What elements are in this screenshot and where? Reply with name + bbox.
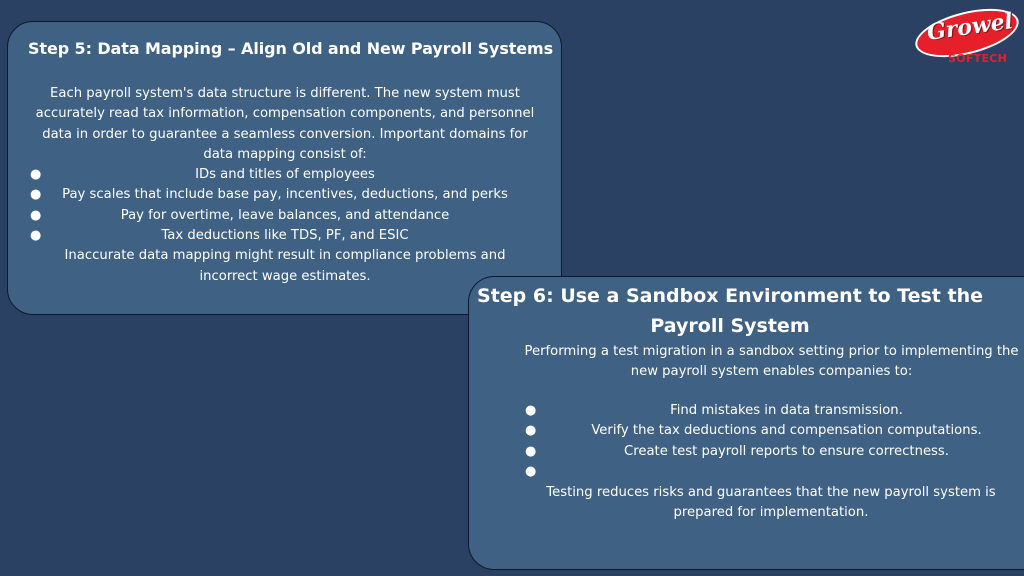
step5-title: Step 5: Data Mapping – Align Old and New… xyxy=(28,39,554,58)
list-item: ● IDs and titles of employees xyxy=(14,165,556,185)
bullet-text: Pay for overtime, leave balances, and at… xyxy=(120,207,450,223)
list-item: ● Find mistakes in data transmission. xyxy=(509,401,1009,421)
step5-card: Step 5: Data Mapping – Align Old and New… xyxy=(7,21,562,315)
list-item: ● xyxy=(509,462,1009,482)
step6-bullet-list: ● Find mistakes in data transmission. ● Ve… xyxy=(509,401,1009,482)
step5-intro-line: accurately read tax information, compens… xyxy=(35,106,535,122)
bullet-icon: ● xyxy=(525,443,537,459)
list-item: ● Create test payroll reports to ensure c… xyxy=(509,442,1009,462)
bullet-icon: ● xyxy=(30,228,42,244)
bullet-icon: ● xyxy=(30,187,42,203)
growel-softech-logo: Growel SOFTECH xyxy=(910,0,1024,70)
step6-title-line: Payroll System xyxy=(650,315,810,337)
step6-intro-line: Performing a test migration in a sandbox… xyxy=(524,344,1019,359)
bullet-text: IDs and titles of employees xyxy=(195,167,375,183)
bullet-icon: ● xyxy=(525,403,537,418)
step5-intro-line: data in order to guarantee a seamless co… xyxy=(42,126,528,142)
list-item: ● Verify the tax deductions and compensat… xyxy=(509,421,1009,441)
bullet-icon: ● xyxy=(30,207,42,223)
step6-closing-line: Testing reduces risks and guarantees tha… xyxy=(546,485,996,500)
step5-body: Each payroll system's data structure is … xyxy=(14,84,556,287)
step5-closing-line: incorrect wage estimates. xyxy=(199,268,371,284)
list-item: ● Pay scales that include base pay, incen… xyxy=(14,185,556,205)
step6-card: Step 6: Use a Sandbox Environment to Tes… xyxy=(468,276,1024,570)
bullet-text: Tax deductions like TDS, PF, and ESIC xyxy=(161,228,409,244)
bullet-text: Find mistakes in data transmission. xyxy=(670,403,903,418)
bullet-icon: ● xyxy=(525,463,537,479)
step6-closing-line: prepared for implementation. xyxy=(673,505,869,521)
bullet-text: Create test payroll reports to ensure co… xyxy=(624,443,949,459)
list-item: ● Tax deductions like TDS, PF, and ESIC xyxy=(14,226,556,246)
bullet-icon: ● xyxy=(525,423,537,439)
step6-intro-line: new payroll system enables companies to: xyxy=(630,364,913,380)
logo-subtitle: SOFTECH xyxy=(948,52,1008,65)
bullet-icon: ● xyxy=(30,167,42,183)
step6-closing: Testing reduces risks and guarantees tha… xyxy=(521,483,1021,524)
step5-bullet-list: ● IDs and titles of employees ● Pay scales… xyxy=(14,165,556,246)
step5-intro-line: data mapping consist of: xyxy=(203,146,367,162)
step5-intro-line: Each payroll system's data structure is … xyxy=(50,86,520,101)
step6-title: Step 6: Use a Sandbox Environment to Tes… xyxy=(469,281,991,341)
step5-closing-line: Inaccurate data mapping might result in … xyxy=(64,248,506,264)
step6-title-line: Step 6: Use a Sandbox Environment to Tes… xyxy=(477,285,983,307)
bullet-text: Pay scales that include base pay, incent… xyxy=(62,187,508,203)
step6-intro: Performing a test migration in a sandbox… xyxy=(489,342,1024,383)
bullet-text: Verify the tax deductions and compensati… xyxy=(591,423,982,439)
list-item: ● Pay for overtime, leave balances, and a… xyxy=(14,206,556,226)
